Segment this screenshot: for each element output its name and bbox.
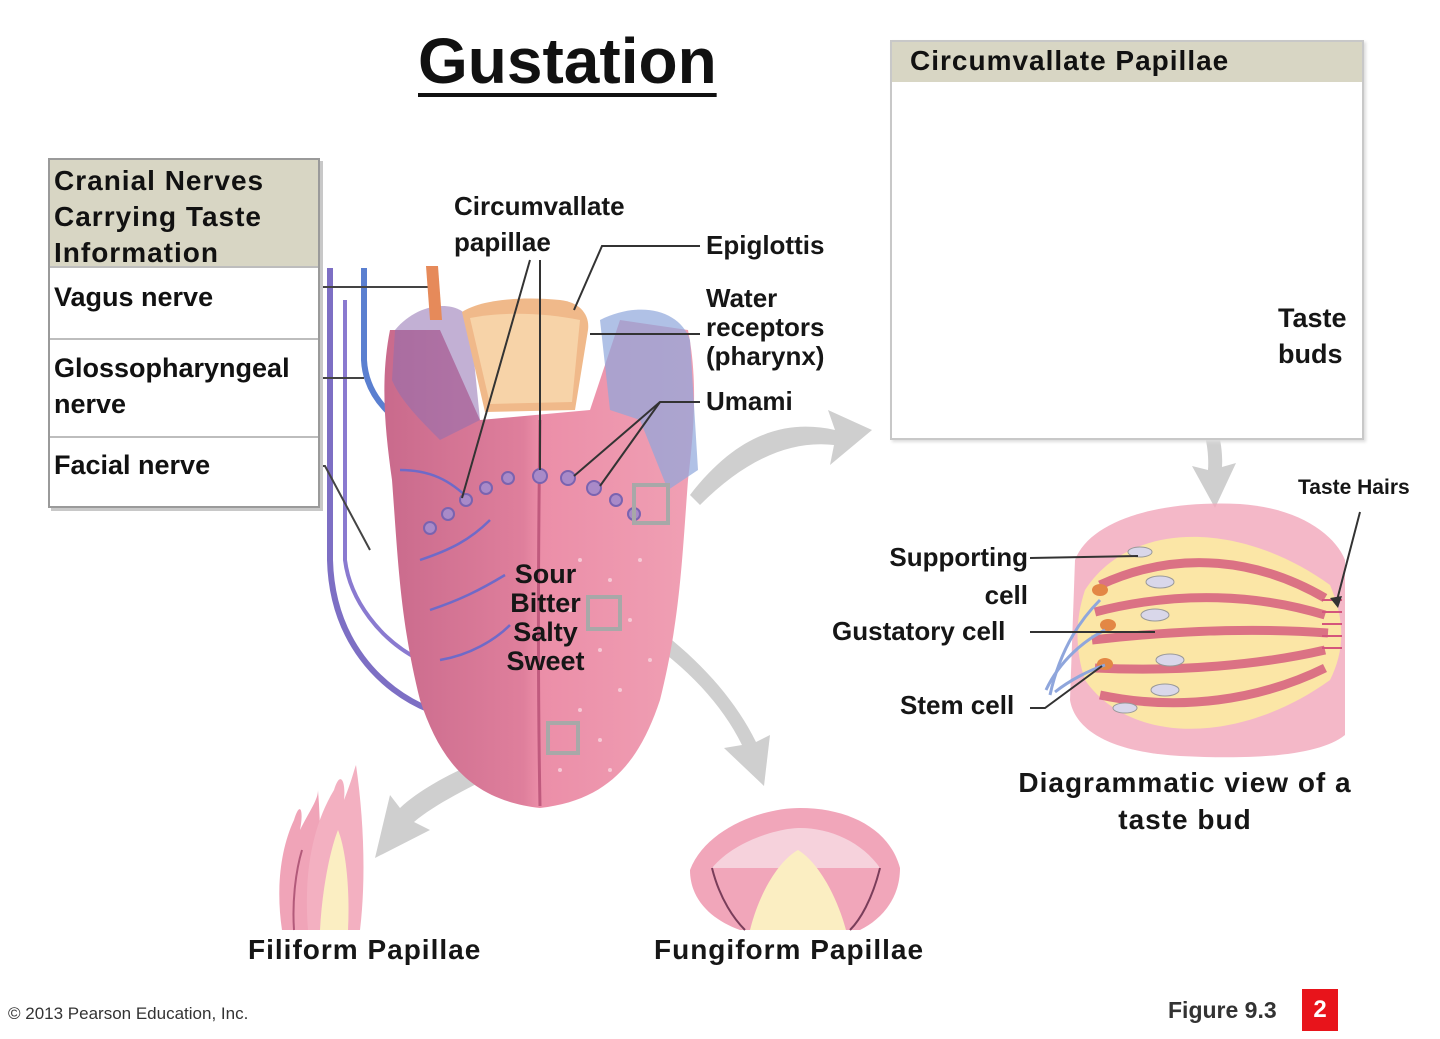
filiform-illustration <box>279 765 364 931</box>
label-water-receptors: Water receptors (pharynx) <box>706 284 825 371</box>
page-title: Gustation <box>418 25 717 97</box>
label-circumvallate-line-1: Circumvallate <box>454 191 625 221</box>
label-filiform-papillae: Filiform Papillae <box>248 934 482 965</box>
label-fungiform-papillae: Fungiform Papillae <box>654 934 925 965</box>
label-sour: Sour <box>514 559 577 589</box>
label-epiglottis: Epiglottis <box>706 230 825 260</box>
nerve-row-glossopharyngeal: Glossopharyngeal nerve <box>50 338 318 436</box>
epiglottis-highlight <box>470 313 580 404</box>
label-supporting-cell: Supporting cell <box>870 538 1028 614</box>
label-taste-buds: Taste buds <box>1278 300 1347 372</box>
label-sweet: Sweet <box>506 646 585 676</box>
cranial-nerves-table: Cranial Nerves Carrying Taste Informatio… <box>48 158 320 508</box>
label-taste-buds-line-2: buds <box>1278 339 1343 369</box>
caption-line-2: taste bud <box>1118 804 1252 835</box>
nerve-label-glossopharyngeal: Glossopharyngeal <box>54 353 290 383</box>
tongue-root <box>392 306 480 440</box>
nerve-row-vagus: Vagus nerve <box>50 266 318 338</box>
nerve-label-glossopharyngeal-2: nerve <box>54 389 127 419</box>
inset-header: Circumvallate Papillae <box>892 42 1362 82</box>
label-supporting-line-2: cell <box>984 580 1028 610</box>
circumvallate-inset-panel: Circumvallate Papillae <box>890 40 1364 440</box>
cranial-nerves-header: Cranial Nerves Carrying Taste Informatio… <box>50 160 318 268</box>
nerve-row-facial: Facial nerve <box>50 436 318 502</box>
facial-nerve-line <box>343 300 421 662</box>
label-supporting-line-1: Supporting <box>889 542 1028 572</box>
fungiform-illustration <box>690 808 900 931</box>
tongue-leaders <box>461 245 700 499</box>
uvula-edge <box>426 266 442 320</box>
label-taste-list: Sour Bitter Salty Sweet <box>498 560 593 676</box>
label-salty: Salty <box>513 617 578 647</box>
label-bitter: Bitter <box>510 588 581 618</box>
label-stem-cell: Stem cell <box>900 690 1015 720</box>
label-gustatory-cell: Gustatory cell <box>832 616 1006 646</box>
nerve-label-facial: Facial nerve <box>54 450 211 480</box>
taste-bud-illustration <box>1029 503 1361 758</box>
arrow-to-tastebud <box>1175 372 1236 508</box>
page-number-badge: 2 <box>1302 989 1338 1031</box>
nerves-header-line-1: Cranial Nerves <box>54 165 265 196</box>
figure-number: Figure 9.3 <box>1168 997 1277 1023</box>
label-taste-hairs: Taste Hairs <box>1298 476 1410 499</box>
sample-squares <box>546 483 670 755</box>
vagus-nerve-line <box>327 268 432 713</box>
arrow-to-inset <box>690 410 872 505</box>
nerve-label-vagus: Vagus nerve <box>54 282 214 312</box>
nerves-header-line-2: Carrying Taste <box>54 201 262 232</box>
tongue-veins <box>399 468 511 662</box>
label-circumvallate-papillae: Circumvallate papillae <box>454 188 625 260</box>
tongue <box>384 266 698 808</box>
nerves-header-line-3: Information <box>54 237 219 268</box>
circumvallate-dots <box>423 468 641 535</box>
caption-line-1: Diagrammatic view of a <box>1018 767 1352 798</box>
surface-texture <box>558 558 652 772</box>
nerve-leaders <box>318 286 430 551</box>
copyright-notice: © 2013 Pearson Education, Inc. <box>8 1004 249 1023</box>
label-water-line-2: receptors <box>706 312 825 342</box>
label-circumvallate-line-2: papillae <box>454 227 551 257</box>
label-water-line-1: Water <box>706 283 778 313</box>
label-water-line-3: (pharynx) <box>706 341 825 371</box>
label-taste-buds-line-1: Taste <box>1278 303 1347 333</box>
label-umami: Umami <box>706 386 793 416</box>
taste-bud-caption: Diagrammatic view of a taste bud <box>980 764 1390 838</box>
pharynx-wall <box>600 309 698 490</box>
